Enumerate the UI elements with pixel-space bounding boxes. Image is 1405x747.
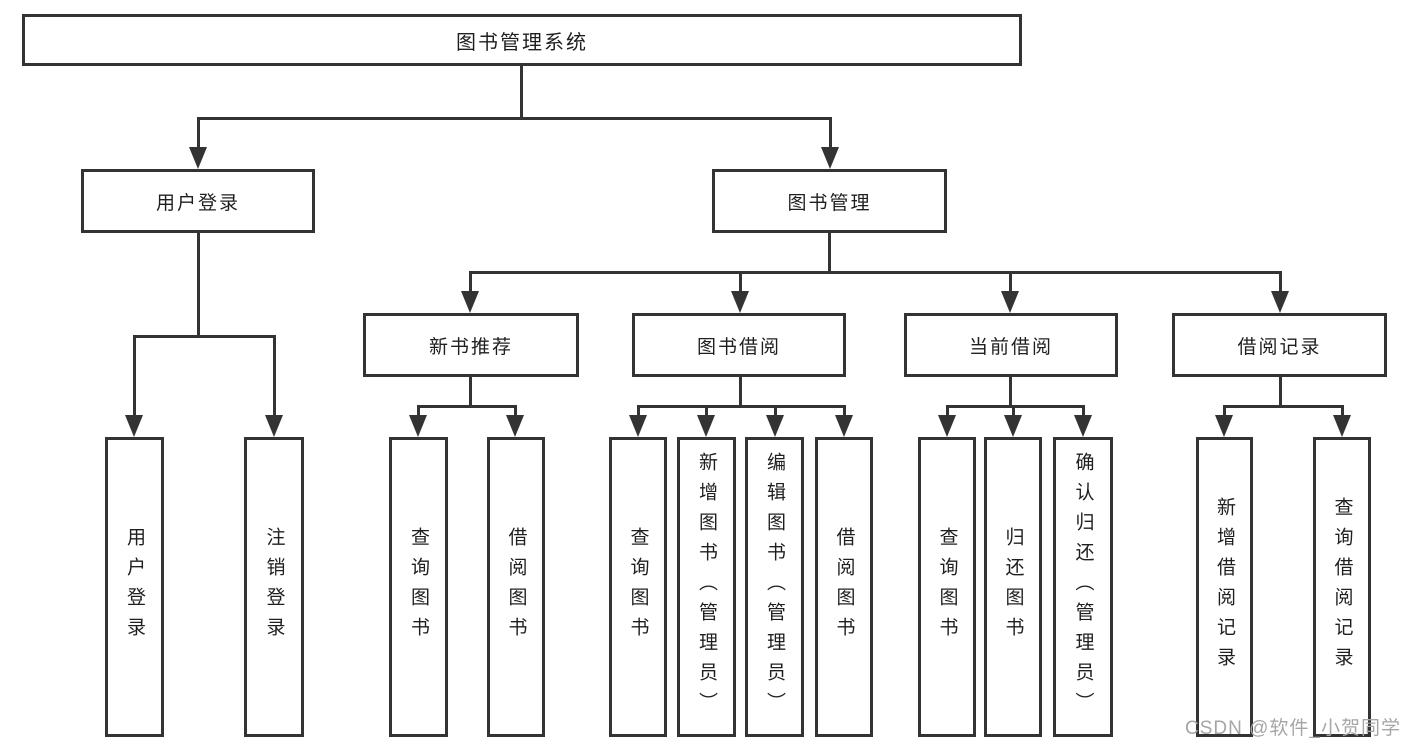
leaf-query-books-current: 查询图书 <box>918 437 976 737</box>
node-label: 查询图书 <box>408 527 429 647</box>
connector-drop <box>774 405 777 419</box>
arrowhead-leaf-confirm-return <box>1074 415 1092 437</box>
leaf-query-borrow-record: 查询借阅记录 <box>1313 437 1371 737</box>
connector-root-stem <box>520 66 523 119</box>
connector-drop-new-book <box>469 271 472 293</box>
node-label: 用户登录 <box>124 527 145 647</box>
leaf-edit-books-admin: 编辑图书（管理员） <box>745 437 804 737</box>
arrowhead-leaf-add-borrow-record <box>1215 415 1233 437</box>
node-label: 归还图书 <box>1002 527 1024 647</box>
connector-borrow-record-crossbar <box>1223 405 1343 408</box>
node-label: 查询图书 <box>936 527 958 647</box>
connector-drop-leaf-logout <box>273 335 276 419</box>
connector-user-login-crossbar <box>133 335 275 338</box>
connector-drop <box>514 405 517 419</box>
connector-drop-user-login <box>197 117 200 149</box>
node-book-borrowing: 图书借阅 <box>632 313 846 377</box>
leaf-user-login: 用户登录 <box>105 437 164 737</box>
node-label: 图书管理 <box>787 192 872 214</box>
arrowhead-user-login <box>189 147 207 169</box>
connector-root-crossbar <box>197 117 831 120</box>
arrowhead-leaf-add-books <box>697 415 715 437</box>
node-label: 借阅图书 <box>505 527 527 647</box>
node-label: 查询图书 <box>627 527 649 647</box>
connector-drop <box>843 405 846 419</box>
leaf-confirm-return-admin: 确认归还（管理员） <box>1053 437 1113 737</box>
arrowhead-book-management <box>821 147 839 169</box>
connector-borrow-record-stem <box>1279 377 1282 407</box>
node-label: 图书借阅 <box>696 336 781 358</box>
arrowhead-leaf-user-login <box>125 415 143 437</box>
arrowhead-current-borrow <box>1001 291 1019 313</box>
leaf-logout-login: 注销登录 <box>244 437 304 737</box>
connector-drop-borrow-record <box>1279 271 1282 293</box>
node-label: 用户登录 <box>155 192 240 214</box>
arrowhead-leaf-edit-books <box>766 415 784 437</box>
node-user-login: 用户登录 <box>81 169 315 233</box>
arrowhead-leaf-logout <box>265 415 283 437</box>
connector-new-book-stem <box>469 377 472 407</box>
node-library-management-system: 图书管理系统 <box>22 14 1022 66</box>
arrowhead-leaf-borrow-books <box>835 415 853 437</box>
node-label: 图书管理系统 <box>456 31 588 54</box>
leaf-borrow-books-new: 借阅图书 <box>487 437 545 737</box>
node-book-management: 图书管理 <box>712 169 947 233</box>
connector-drop <box>1012 405 1015 419</box>
leaf-add-borrow-record: 新增借阅记录 <box>1196 437 1253 737</box>
arrowhead-leaf-query-books <box>629 415 647 437</box>
connector-drop-current-borrow <box>1009 271 1012 293</box>
connector-book-management-stem <box>828 233 831 273</box>
connector-drop <box>417 405 420 419</box>
leaf-return-books: 归还图书 <box>984 437 1042 737</box>
connector-drop <box>1082 405 1085 419</box>
node-label: 当前借阅 <box>968 336 1053 358</box>
connector-book-management-crossbar <box>469 271 1282 274</box>
arrowhead-book-borrow <box>731 291 749 313</box>
connector-drop <box>705 405 708 419</box>
leaf-query-books-new: 查询图书 <box>389 437 448 737</box>
leaf-add-books-admin: 新增图书（管理员） <box>677 437 736 737</box>
leaf-borrow-books: 借阅图书 <box>815 437 873 737</box>
connector-drop <box>946 405 949 419</box>
node-label: 编辑图书（管理员） <box>764 452 785 722</box>
connector-book-borrow-crossbar <box>637 405 845 408</box>
connector-current-borrow-crossbar <box>946 405 1084 408</box>
connector-drop <box>1223 405 1226 419</box>
arrowhead-borrow-record <box>1271 291 1289 313</box>
arrowhead-leaf-query-books-current <box>938 415 956 437</box>
arrowhead-leaf-return-books <box>1004 415 1022 437</box>
connector-drop-book-borrow <box>739 271 742 293</box>
connector-book-borrow-stem <box>739 377 742 407</box>
arrowhead-leaf-query-borrow-record <box>1333 415 1351 437</box>
connector-drop <box>1341 405 1344 419</box>
connector-new-book-crossbar <box>417 405 517 408</box>
node-label: 新增图书（管理员） <box>696 452 717 722</box>
csdn-watermark: CSDN @软件_小贺同学 <box>1185 718 1401 739</box>
node-label: 借阅图书 <box>833 527 855 647</box>
arrowhead-new-book <box>461 291 479 313</box>
leaf-query-books-borrow: 查询图书 <box>609 437 667 737</box>
arrowhead-leaf-borrow-books-new <box>506 415 524 437</box>
arrowhead-leaf-query-books-new <box>409 415 427 437</box>
node-label: 借阅记录 <box>1237 336 1322 358</box>
node-borrowing-records: 借阅记录 <box>1172 313 1387 377</box>
connector-drop-book-management <box>829 117 832 149</box>
connector-drop <box>637 405 640 419</box>
node-label: 新增借阅记录 <box>1214 497 1235 677</box>
node-label: 查询借阅记录 <box>1331 497 1353 677</box>
connector-user-login-stem <box>197 233 200 337</box>
connector-drop-leaf-user-login <box>133 335 136 419</box>
node-label: 确认归还（管理员） <box>1072 452 1094 722</box>
node-new-book-recommendation: 新书推荐 <box>363 313 579 377</box>
connector-current-borrow-stem <box>1009 377 1012 407</box>
node-current-borrowing: 当前借阅 <box>904 313 1118 377</box>
node-label: 注销登录 <box>263 527 285 647</box>
node-label: 新书推荐 <box>428 336 513 358</box>
